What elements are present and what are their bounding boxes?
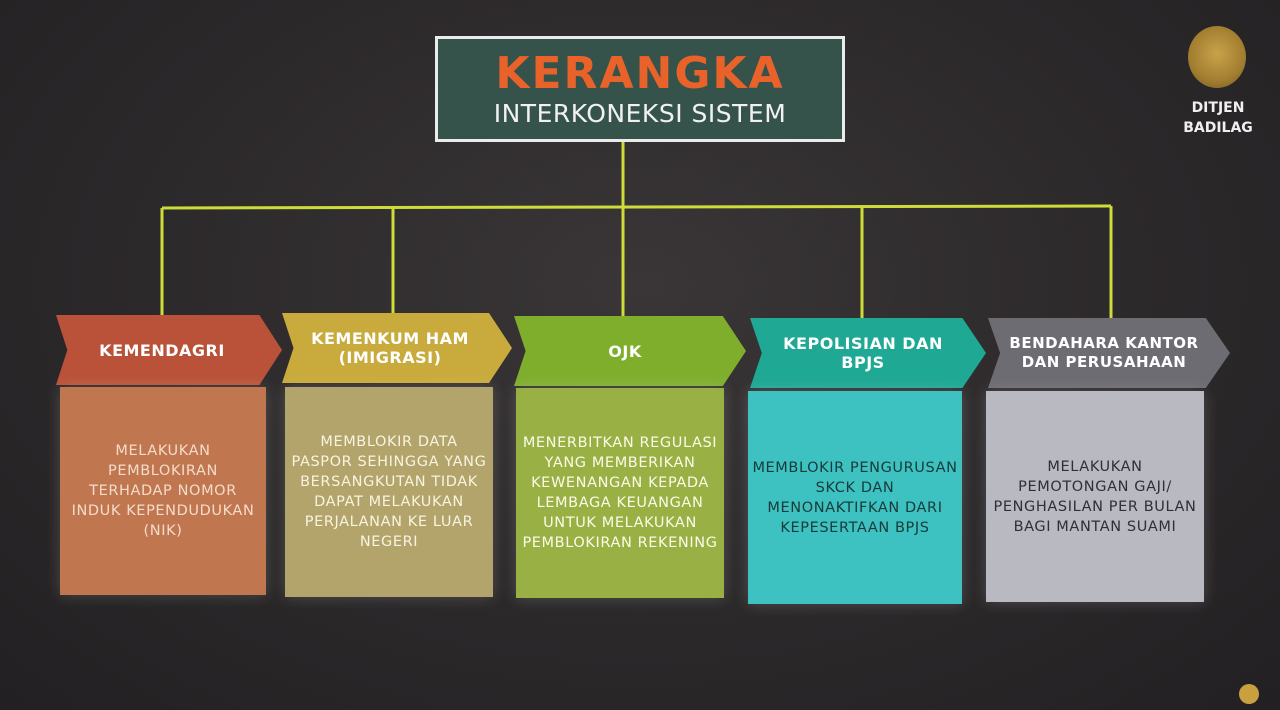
title-main: KERANGKA — [495, 48, 785, 99]
slide-marker-icon — [1239, 684, 1259, 704]
logo-line1: DITJEN — [1191, 100, 1245, 116]
logo-line2: BADILAG — [1183, 120, 1253, 136]
body-ojk: MENERBITKAN REGULASI YANG MEMBERIKAN KEW… — [516, 388, 724, 598]
title-sub: INTERKONEKSI SISTEM — [493, 99, 787, 128]
body-kemenkum-ham: MEMBLOKIR DATA PASPOR SEHINGGA YANG BERS… — [285, 387, 493, 597]
header-kemenkum-ham: KEMENKUM HAM (IMIGRASI) — [282, 313, 512, 383]
header-ojk: OJK — [514, 316, 746, 386]
title-box: KERANGKA INTERKONEKSI SISTEM — [435, 36, 845, 142]
emblem-icon — [1188, 26, 1246, 88]
body-kemendagri: MELAKUKAN PEMBLOKIRAN TERHADAP NOMOR IND… — [60, 387, 266, 595]
header-kemendagri: KEMENDAGRI — [56, 315, 282, 385]
body-kepolisian-bpjs: MEMBLOKIR PENGURUSAN SKCK DAN MENONAKTIF… — [748, 391, 962, 604]
header-bendahara: BENDAHARA KANTOR DAN PERUSAHAAN — [988, 318, 1230, 388]
logo-text: DITJEN BADILAG — [1178, 98, 1258, 138]
connector-horizontal — [161, 204, 1112, 210]
header-kepolisian-bpjs: KEPOLISIAN DAN BPJS — [750, 318, 986, 388]
body-bendahara: MELAKUKAN PEMOTONGAN GAJI/ PENGHASILAN P… — [986, 391, 1204, 602]
